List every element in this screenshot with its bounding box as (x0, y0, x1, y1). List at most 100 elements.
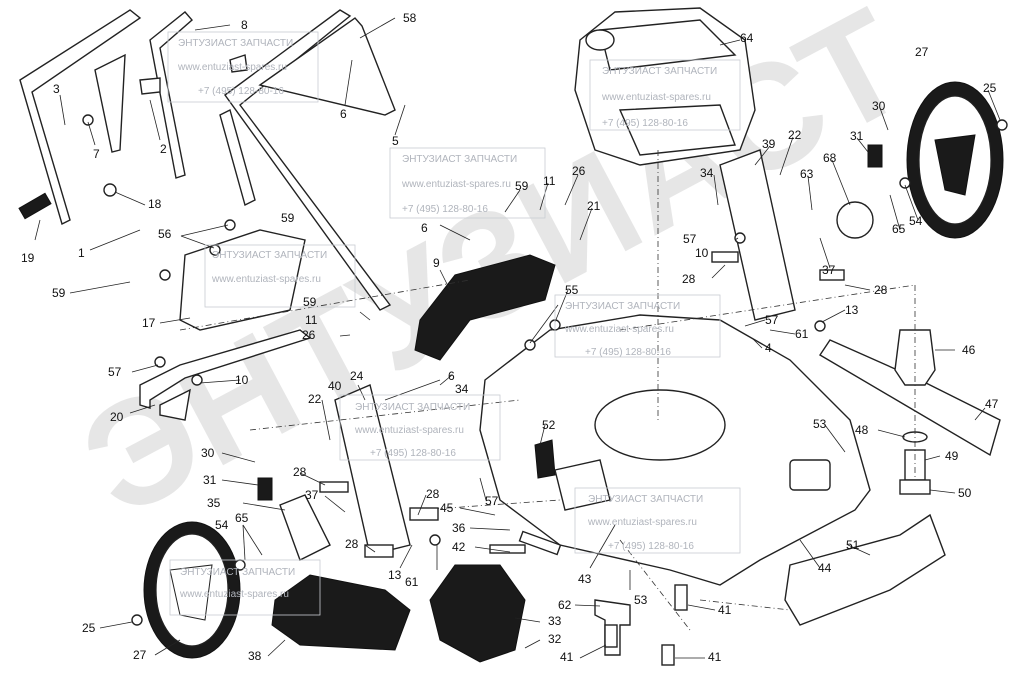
watermark-site: www.entuziast-spares.ru (401, 179, 511, 190)
part-label-26b: 26 (572, 164, 586, 178)
part-label-61b: 61 (405, 575, 419, 589)
watermark-site: www.entuziast-spares.ru (564, 324, 674, 335)
part-label-59c: 59 (303, 295, 317, 309)
part-label-40: 40 (328, 379, 342, 393)
watermark-phone: +7 (495) 128-80-16 (370, 448, 456, 459)
part-label-6c: 6 (448, 369, 455, 383)
part-label-38: 38 (248, 649, 262, 663)
part-label-41c: 41 (708, 650, 722, 664)
part-label-45: 45 (440, 501, 454, 515)
part-label-53a: 53 (813, 417, 827, 431)
part-label-49: 49 (945, 449, 959, 463)
part-label-22b: 22 (308, 392, 322, 406)
part-label-8: 8 (241, 18, 248, 32)
watermark-phone: +7 (495) 128-80-16 (608, 541, 694, 552)
height-adjuster-right (719, 149, 874, 321)
part-label-41a: 41 (718, 603, 732, 617)
watermark-stamp-3: ЭНТУЗИАСТ ЗАПЧАСТИ www.entuziast-spares.… (589, 59, 741, 131)
part-label-37a: 37 (822, 263, 836, 277)
part-label-48: 48 (855, 423, 869, 437)
watermark-phone: +7 (495) 128-80-16 (198, 86, 284, 97)
part-label-9: 9 (433, 256, 440, 270)
part-label-59a: 59 (281, 211, 295, 225)
part-label-57b: 57 (683, 232, 697, 246)
part-label-36: 36 (452, 521, 466, 535)
part-label-35: 35 (207, 496, 221, 510)
part-label-5: 5 (392, 134, 399, 148)
part-label-52: 52 (542, 418, 556, 432)
watermark-site: www.entuziast-spares.ru (354, 425, 464, 436)
lower-handle (139, 329, 312, 421)
part-label-28b: 28 (874, 283, 888, 297)
part-label-28a: 28 (682, 272, 696, 286)
watermark-site: www.entuziast-spares.ru (179, 589, 289, 600)
part-label-25b: 25 (82, 621, 96, 635)
part-label-2: 2 (160, 142, 167, 156)
part-label-10a: 10 (235, 373, 249, 387)
part-label-17: 17 (142, 316, 156, 330)
part-label-47: 47 (985, 397, 999, 411)
watermark-stamp-1: ЭНТУЗИАСТ ЗАПЧАСТИ www.entuziast-spares.… (167, 31, 319, 103)
part-label-11a: 11 (305, 313, 318, 327)
part-label-28c: 28 (293, 465, 307, 479)
part-labels: 8 58 3 7 2 6 5 18 59 19 1 56 59 17 59 11… (21, 11, 999, 664)
part-label-57a: 57 (108, 365, 122, 379)
blade-hardware (894, 329, 936, 495)
part-label-27a: 27 (915, 45, 929, 59)
part-label-6b: 6 (421, 221, 428, 235)
front-wheel-left (143, 521, 241, 659)
part-label-30b: 30 (201, 446, 215, 460)
watermark-stamp-7: ЭНТУЗИАСТ ЗАПЧАСТИ www.entuziast-spares.… (574, 487, 741, 554)
rear-skirt (271, 574, 411, 651)
part-label-31b: 31 (203, 473, 217, 487)
part-label-42: 42 (452, 540, 466, 554)
part-label-64: 64 (740, 31, 754, 45)
part-label-33: 33 (548, 614, 562, 628)
part-label-59b: 59 (52, 286, 66, 300)
assembly-lines (179, 150, 916, 631)
watermark-title: ЭНТУЗИАСТ ЗАПЧАСТИ (212, 250, 327, 261)
part-label-3: 3 (53, 82, 60, 96)
part-label-6a: 6 (340, 107, 347, 121)
rear-wheel-right (906, 81, 1004, 239)
watermark-site: www.entuziast-spares.ru (587, 517, 697, 528)
part-label-44: 44 (818, 561, 832, 575)
watermark-site: www.entuziast-spares.ru (601, 92, 711, 103)
part-label-18: 18 (148, 197, 162, 211)
rear-flap (414, 254, 556, 361)
part-label-61a: 61 (795, 327, 809, 341)
watermark-site: www.entuziast-spares.ru (211, 274, 321, 285)
part-label-54a: 54 (909, 214, 923, 228)
part-label-34a: 34 (700, 166, 714, 180)
handle-assembly (19, 9, 396, 311)
part-label-46: 46 (962, 343, 976, 357)
watermark-title: ЭНТУЗИАСТ ЗАПЧАСТИ (588, 494, 703, 505)
watermark-stamp-8: ЭНТУЗИАСТ ЗАПЧАСТИ www.entuziast-spares.… (169, 559, 321, 616)
part-label-51: 51 (846, 538, 860, 552)
watermark-title: ЭНТУЗИАСТ ЗАПЧАСТИ (602, 66, 717, 77)
watermark-phone: +7 (495) 128-80-16 (402, 204, 488, 215)
part-label-58: 58 (403, 11, 417, 25)
part-label-11b: 11 (543, 174, 556, 188)
part-label-4: 4 (765, 341, 772, 355)
part-label-32: 32 (548, 632, 562, 646)
part-label-41b: 41 (560, 650, 574, 664)
part-label-50: 50 (958, 486, 972, 500)
watermark-stamp-5: ЭНТУЗИАСТ ЗАПЧАСТИ www.entuziast-spares.… (554, 294, 721, 358)
watermark-title: ЭНТУЗИАСТ ЗАПЧАСТИ (180, 567, 295, 578)
part-label-53b: 53 (634, 593, 648, 607)
part-label-31a: 31 (850, 129, 864, 143)
part-label-55: 55 (565, 283, 579, 297)
part-label-13a: 13 (845, 303, 859, 317)
part-label-21: 21 (587, 199, 601, 213)
part-label-13b: 13 (388, 568, 402, 582)
part-label-24: 24 (350, 369, 364, 383)
part-label-65b: 65 (235, 511, 249, 525)
part-label-57d: 57 (485, 494, 499, 508)
watermark-title: ЭНТУЗИАСТ ЗАПЧАСТИ (565, 301, 680, 312)
part-label-68: 68 (823, 151, 837, 165)
watermark-site: www.entuziast-spares.ru (177, 62, 287, 73)
watermark-phone: +7 (495) 128-80-16 (585, 347, 671, 358)
